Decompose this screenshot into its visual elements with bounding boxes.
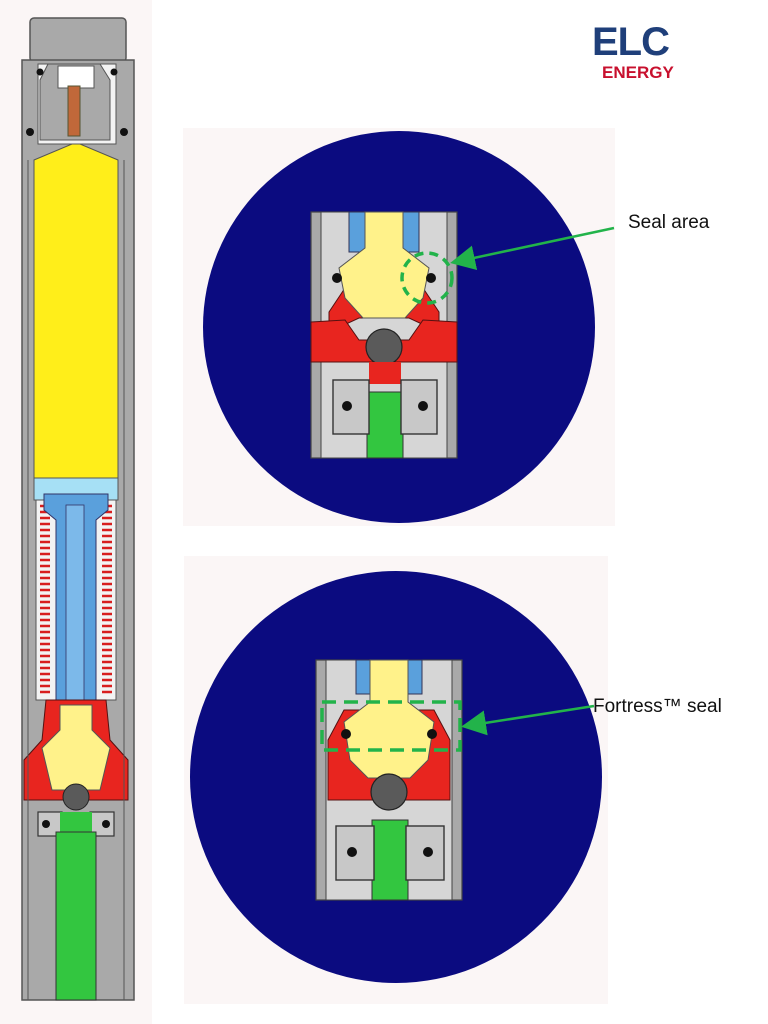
o-ring — [332, 273, 342, 283]
seal-area-arrow — [450, 226, 615, 271]
o-ring — [42, 820, 50, 828]
tool-cross-section-diagram — [21, 17, 135, 1001]
green-channel — [371, 819, 409, 901]
fortress-seal-arrow — [461, 704, 595, 736]
o-ring — [36, 68, 44, 76]
copper-pin — [67, 85, 81, 137]
o-ring — [418, 401, 428, 411]
o-ring — [120, 128, 128, 136]
green-channel-upper — [60, 812, 92, 832]
o-ring — [26, 128, 34, 136]
o-ring — [341, 729, 351, 739]
seal-area-highlight-circle — [400, 251, 454, 305]
o-ring — [426, 273, 436, 283]
o-ring — [102, 820, 110, 828]
o-ring — [342, 401, 352, 411]
fortress-seal-label: Fortress™ seal — [593, 696, 722, 717]
fortress-seal-zoom-panel — [184, 556, 608, 1004]
green-channel — [55, 831, 97, 1001]
logo-wordmark-top: ELC — [592, 20, 670, 64]
red-to-green-blend — [369, 362, 401, 384]
o-ring — [110, 68, 118, 76]
elc-energy-logo: ELC ENERGY — [592, 22, 682, 86]
seal-area-label: Seal area — [628, 212, 710, 233]
yellow-stem-tip — [343, 659, 435, 779]
ball — [62, 783, 90, 811]
seal-area-zoom-panel — [183, 128, 615, 526]
ball — [370, 773, 408, 811]
o-ring — [423, 847, 433, 857]
fortress-seal-zoom-diagram — [190, 571, 602, 983]
o-ring — [347, 847, 357, 857]
logo-wordmark-bottom: ENERGY — [602, 63, 674, 82]
o-ring — [427, 729, 437, 739]
tool-cross-section-panel — [0, 0, 152, 1024]
fortress-seal-highlight-rect — [320, 700, 462, 752]
seal-area-zoom-diagram — [203, 131, 595, 523]
yellow-stem-tip — [41, 704, 111, 791]
